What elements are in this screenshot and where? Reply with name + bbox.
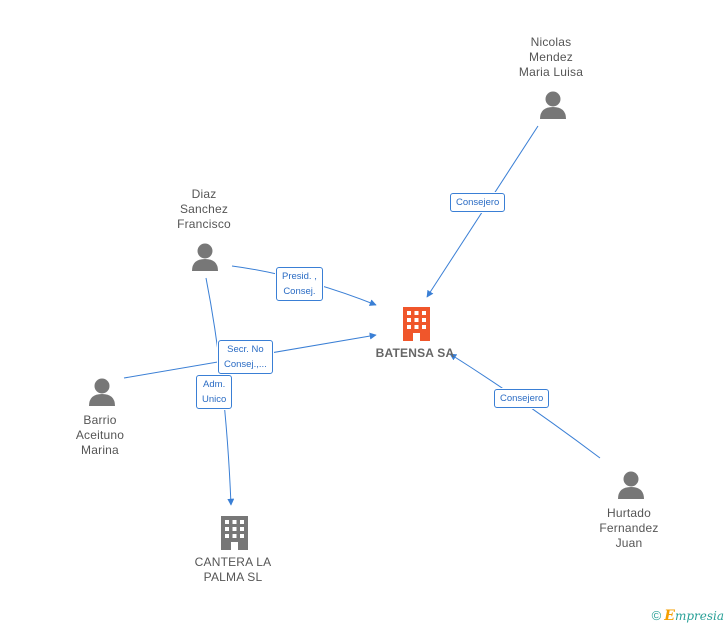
building-icon[interactable]	[403, 307, 430, 341]
edge-label-nicolas-batensa[interactable]: Consejero	[450, 193, 506, 212]
edge-label-diaz-cantera[interactable]: Adm. Unico	[196, 375, 233, 409]
edge-label-barrio-batensa[interactable]: Secr. No Consej.,...	[218, 340, 273, 374]
person-icon[interactable]	[618, 471, 644, 500]
node-label-cantera[interactable]: CANTERA LA PALMA SL	[194, 555, 272, 584]
node-label-nicolas[interactable]: Nicolas Mendez Maria Luisa	[518, 35, 584, 79]
edge-label-hurtado-batensa[interactable]: Consejero	[494, 389, 550, 408]
node-label-batensa[interactable]: BATENSA SA	[375, 346, 455, 360]
node-label-barrio[interactable]: Barrio Aceituno Marina	[75, 413, 125, 457]
person-icon[interactable]	[192, 243, 218, 272]
copyright-symbol: ©	[651, 608, 662, 623]
building-icon[interactable]	[221, 516, 248, 550]
node-label-hurtado[interactable]: Hurtado Fernandez Juan	[599, 506, 659, 550]
footer-brand: ©Empresia	[652, 608, 724, 624]
edge-label-diaz-batensa[interactable]: Presid. , Consej.	[276, 267, 323, 301]
person-icon[interactable]	[540, 91, 566, 120]
person-icon[interactable]	[89, 378, 115, 407]
node-label-diaz[interactable]: Diaz Sanchez Francisco	[177, 187, 231, 231]
brand-logo-initial: E	[664, 608, 675, 624]
brand-logo-name: mpresia	[674, 609, 724, 623]
